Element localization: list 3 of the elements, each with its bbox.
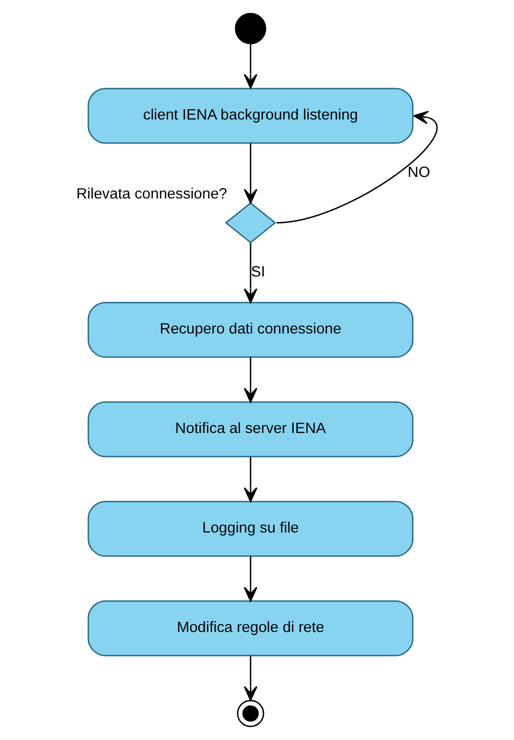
node-label: Rilevata connessione?	[76, 186, 227, 203]
edge-label: SI	[250, 263, 265, 280]
edge-label: NO	[407, 164, 430, 181]
